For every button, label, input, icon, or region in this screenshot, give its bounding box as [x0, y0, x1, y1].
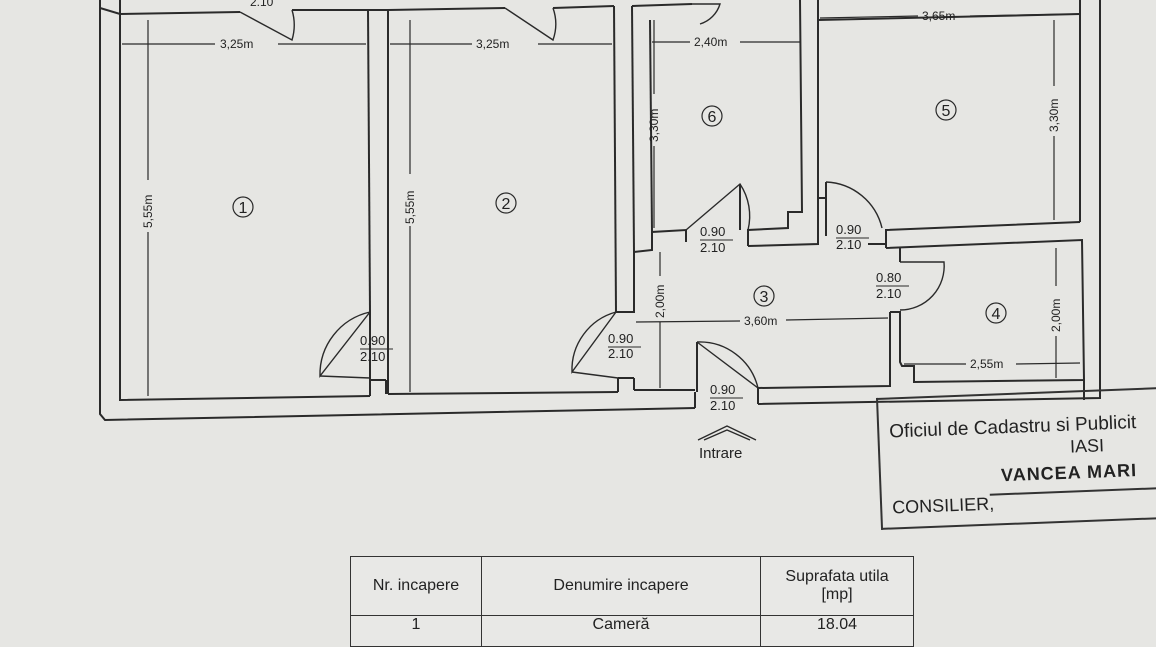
dimension-lines — [122, 13, 1081, 396]
room-number-6: 6 — [708, 109, 717, 126]
table-header-name: Denumire incapere — [481, 556, 761, 616]
dim-room2-length: 5,55m — [403, 191, 417, 224]
door-3-height: 2.10 — [700, 240, 725, 255]
cadastre-stamp: Oficiul de Cadastru si Publicit IASI VAN… — [876, 386, 1156, 530]
door-6-width: 0.90 — [710, 382, 735, 397]
dim-room4-width: 2,55m — [970, 357, 1003, 371]
room-number-2: 2 — [502, 196, 511, 213]
entrance-marker: Intrare — [697, 425, 757, 462]
door-4-height: 2.10 — [836, 237, 861, 252]
door-6-height: 2.10 — [710, 398, 735, 413]
table-cell-nr: 1 — [350, 615, 482, 647]
table-cell-area: 18.04 — [760, 615, 914, 647]
room-numbers: 1 2 3 4 5 6 — [232, 99, 1007, 324]
dim-room1-length: 5,55m — [141, 195, 155, 228]
door-2-height: 2.10 — [608, 346, 633, 361]
door-swings — [239, 3, 945, 392]
stamp-city: IASI — [1069, 435, 1105, 457]
entrance-label: Intrare — [699, 445, 742, 462]
dim-room6-width: 2,40m — [694, 35, 727, 49]
dim-top-door-partial: 2.10 — [250, 0, 274, 9]
stamp-signature-line — [989, 486, 1156, 496]
door-5-width: 0.80 — [876, 270, 901, 285]
door-1-height: 2.10 — [360, 349, 385, 364]
stamp-person-name: VANCEA MARI — [1000, 460, 1138, 486]
table-cell-name: Cameră — [481, 615, 761, 647]
room-number-1: 1 — [239, 200, 248, 217]
dim-room3-length: 2,00m — [653, 285, 667, 318]
dim-room6-length: 3,30m — [647, 109, 661, 142]
room-area-table: Nr. incapere Denumire incapere Suprafata… — [350, 556, 914, 647]
dim-room3-width: 3,60m — [744, 314, 777, 328]
dim-room5-length: 3,30m — [1047, 99, 1061, 132]
table-header-row: Nr. incapere Denumire incapere Suprafata… — [350, 556, 914, 616]
door-labels: 0.90 2.10 0.90 2.10 0.90 2.10 0.90 2.10 … — [360, 222, 909, 413]
door-5-height: 2.10 — [876, 286, 901, 301]
table-header-area: Suprafata utila [mp] — [760, 556, 914, 616]
dim-room1-width: 3,25m — [220, 37, 253, 51]
room-number-4: 4 — [992, 306, 1001, 323]
room-number-3: 3 — [760, 289, 769, 306]
room-number-5: 5 — [942, 103, 951, 120]
dim-room2-width: 3,25m — [476, 37, 509, 51]
table-row: 1 Cameră 18.04 — [350, 615, 914, 647]
door-4-width: 0.90 — [836, 222, 861, 237]
table-header-nr: Nr. incapere — [350, 556, 482, 616]
door-1-width: 0.90 — [360, 333, 385, 348]
stamp-position: CONSILIER, — [891, 493, 995, 518]
door-2-width: 0.90 — [608, 331, 633, 346]
walls — [99, 0, 1101, 422]
dim-room5-width: 3,65m — [922, 9, 955, 23]
dim-room4-length: 2,00m — [1049, 299, 1063, 332]
door-3-width: 0.90 — [700, 224, 725, 239]
